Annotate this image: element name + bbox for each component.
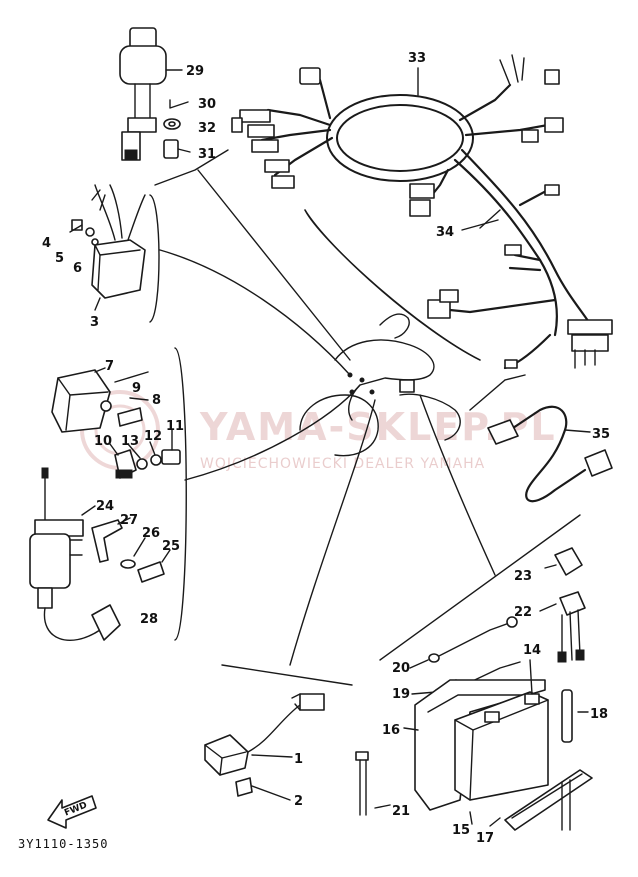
leader-34	[461, 219, 499, 231]
callout-24: 24	[96, 499, 114, 514]
callout-27: 27	[120, 513, 138, 528]
callout-8: 8	[152, 393, 161, 408]
callout-1: 1	[294, 752, 303, 767]
callout-22: 22	[514, 605, 532, 620]
callout-21: 21	[392, 804, 410, 819]
frame-mount-block	[399, 379, 415, 393]
callout-2: 2	[294, 794, 303, 809]
diagram-code: 3Y1110-1350	[18, 837, 108, 851]
relays-22-23	[539, 547, 586, 663]
callout-13: 13	[121, 434, 139, 449]
callout-16: 16	[382, 723, 400, 738]
regulator-7	[51, 367, 149, 433]
callout-20: 20	[392, 661, 410, 676]
callout-11: 11	[166, 419, 184, 434]
callout-14: 14	[523, 643, 541, 658]
regulator-hardware	[109, 429, 181, 479]
group-brackets	[149, 149, 581, 686]
wire-harness-33	[231, 54, 613, 370]
cdi-unit-3	[69, 184, 146, 311]
callout-33: 33	[408, 51, 426, 66]
callout-18: 18	[590, 707, 608, 722]
callout-6: 6	[73, 261, 82, 276]
coil-hardware	[91, 517, 171, 583]
callout-10: 10	[94, 434, 112, 449]
callout-12: 12	[144, 429, 162, 444]
callout-26: 26	[142, 526, 160, 541]
callout-numbers: 29 30 32 31 33 4 5 6 3 34 7 9 8 10 13 12…	[42, 51, 610, 846]
frame-outline	[299, 313, 461, 457]
callout-35: 35	[592, 427, 610, 442]
switch-hardware	[163, 99, 191, 159]
callout-32: 32	[198, 121, 216, 136]
callout-9: 9	[132, 381, 141, 396]
callout-3: 3	[90, 315, 99, 330]
callout-7: 7	[105, 359, 114, 374]
callout-15: 15	[452, 823, 470, 838]
watermark-subtitle: WOJCIECHOWIECKI DEALER YAMAHA	[200, 456, 485, 472]
callout-30: 30	[198, 97, 216, 112]
lead-35	[487, 405, 613, 503]
callout-23: 23	[514, 569, 532, 584]
callout-34: 34	[436, 225, 454, 240]
callout-28: 28	[140, 612, 158, 627]
flasher-relay-1	[204, 693, 325, 801]
callout-17: 17	[476, 831, 494, 846]
callout-25: 25	[162, 539, 180, 554]
callout-31: 31	[198, 147, 216, 162]
ignition-coil-24	[29, 467, 121, 642]
main-switch-29	[119, 27, 183, 161]
callout-4: 4	[42, 236, 51, 251]
callout-29: 29	[186, 64, 204, 79]
fwd-arrow-icon: FWD	[47, 795, 97, 829]
callout-5: 5	[55, 251, 64, 266]
callout-19: 19	[392, 687, 410, 702]
battery-assembly	[355, 659, 593, 831]
